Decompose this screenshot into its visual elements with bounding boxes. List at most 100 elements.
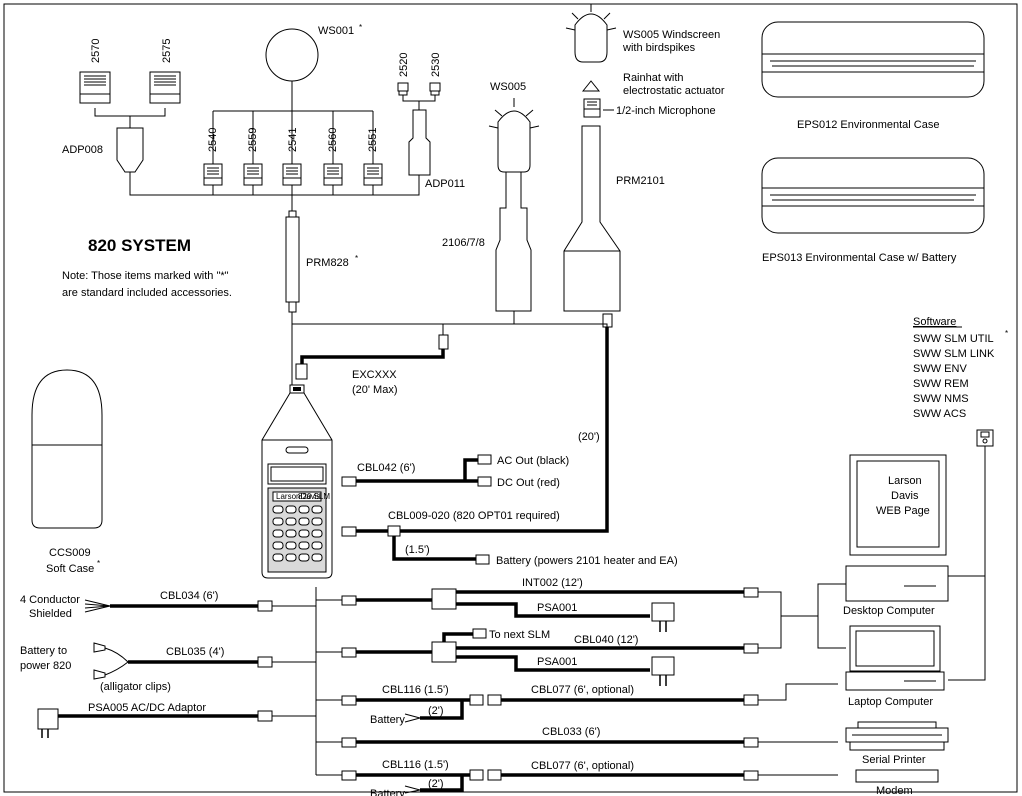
note-line-2: are standard included accessories. (62, 287, 232, 299)
windscreen-ws001 (265, 28, 319, 82)
label-2ft-b: (2') (428, 778, 444, 790)
label-eps013: EPS013 Environmental Case w/ Battery (762, 252, 957, 264)
psa005-connector (257, 710, 273, 722)
label-cbl033: CBL033 (6') (542, 726, 600, 738)
mic-2575 (149, 71, 181, 104)
label-printer: Serial Printer (862, 754, 926, 766)
rainhat (581, 80, 601, 92)
mic-2559 (243, 163, 263, 186)
cable-psa001-b (456, 655, 650, 672)
label-2541: 2541 (287, 128, 299, 152)
label-2530: 2530 (430, 53, 442, 77)
label-dc-out: DC Out (red) (497, 477, 560, 489)
software-heading: Software (913, 316, 956, 328)
label-2520: 2520 (398, 53, 410, 77)
adp011-links (402, 95, 436, 110)
floppy-disk-icon (976, 429, 994, 447)
label-ws005-windscreen-1: WS005 Windscreen (623, 29, 720, 41)
preamp-2106 (495, 171, 532, 312)
slm-brand: LarsonDavis (276, 492, 320, 501)
windscreen-ws005-birdspikes (574, 13, 608, 63)
case-eps013 (761, 157, 985, 234)
label-4-conductor-2: Shielded (29, 608, 72, 620)
cable-battery-a (420, 700, 464, 720)
ac-out-connector (477, 454, 492, 465)
bare-wires-icon (84, 599, 111, 613)
label-cbl116-b: CBL116 (1.5') (382, 759, 449, 771)
label-rainhat-1: Rainhat with (623, 72, 684, 84)
cbl034-connector (257, 600, 273, 612)
web-page-line-2: Davis (891, 490, 919, 502)
cable-cbl042 (356, 458, 478, 483)
adaptor-adp008 (116, 127, 144, 173)
page-title: 820 SYSTEM (88, 236, 191, 255)
note-line-1: Note: Those items marked with "*" (62, 270, 229, 282)
laptop-link (758, 683, 838, 701)
label-ws005-windscreen-2: with birdspikes (622, 42, 696, 54)
mic-2541 (282, 163, 302, 186)
label-microphone: 1/2-inch Microphone (616, 105, 716, 117)
label-cbl035: CBL035 (4') (166, 646, 224, 658)
label-desktop: Desktop Computer (843, 605, 935, 617)
label-2559: 2559 (247, 128, 259, 152)
cbl042-connector (341, 476, 357, 487)
label-4-conductor-1: 4 Conductor (20, 594, 80, 606)
web-page-line-3: WEB Page (876, 505, 930, 517)
interface-int002 (431, 588, 457, 610)
soft-case-ccs009 (31, 369, 103, 529)
software-star: * (1005, 329, 1008, 338)
desktop-computer (845, 565, 949, 602)
cbl009-connector (341, 526, 357, 537)
cbl009-junction (387, 525, 401, 537)
label-ccs009-2: Soft Case (46, 563, 94, 575)
mic-2570 (79, 71, 111, 104)
half-inch-microphone (583, 98, 601, 118)
label-ac-out: AC Out (black) (497, 455, 569, 467)
label-battery-2101: Battery (powers 2101 heater and EA) (496, 555, 678, 567)
label-1-5ft: (1.5') (405, 544, 430, 556)
power-plug-a-icon (651, 602, 675, 632)
windscreen-ws005 (497, 110, 531, 173)
label-2540: 2540 (207, 128, 219, 152)
desktop-monitor (849, 454, 947, 556)
mic-2520 (397, 82, 409, 96)
software-item-4: SWW NMS (913, 393, 969, 405)
preamp-bus (291, 312, 608, 335)
ws001-star: * (359, 23, 362, 32)
label-cbl042: CBL042 (6') (357, 462, 415, 474)
cbl035-connector (257, 656, 273, 668)
power-adaptor-psa005-icon (37, 708, 59, 738)
label-2570: 2570 (90, 39, 102, 63)
excxxx-connector-bottom (295, 363, 308, 380)
label-battery-power-2: power 820 (20, 660, 71, 672)
label-psa001-a: PSA001 (537, 602, 577, 614)
label-battery-b: Battery (370, 788, 405, 796)
battery-clip-a-icon (404, 713, 422, 723)
label-2106: 2106/7/8 (442, 237, 485, 249)
modem (855, 769, 939, 783)
label-cbl009: CBL009-020 (820 OPT01 required) (388, 510, 560, 522)
cable-excxxx (300, 349, 445, 364)
label-cbl034: CBL034 (6') (160, 590, 218, 602)
software-links (948, 446, 986, 681)
label-cbl116-a: CBL116 (1.5') (382, 684, 449, 696)
label-prm828: PRM828 (306, 257, 349, 269)
label-cbl040: CBL040 (12') (574, 634, 638, 646)
alligator-clips-icon (93, 642, 129, 680)
software-item-2: SWW ENV (913, 363, 967, 375)
web-page-line-1: Larson (888, 475, 922, 487)
label-2575: 2575 (161, 39, 173, 63)
cable-battery-2101 (392, 536, 476, 561)
computer-bracket (806, 583, 846, 649)
label-laptop: Laptop Computer (848, 696, 933, 708)
label-2ft-a: (2') (428, 705, 444, 717)
serial-printer (845, 721, 949, 751)
label-battery-power-1: Battery to (20, 645, 67, 657)
label-cbl077-a: CBL077 (6', optional) (531, 684, 634, 696)
label-ws001: WS001 (318, 25, 354, 37)
cable-battery-b (420, 775, 464, 792)
label-rainhat-2: electrostatic actuator (623, 85, 725, 97)
label-cbl077-b: CBL077 (6', optional) (531, 760, 634, 772)
cable-to-next-slm (442, 632, 473, 642)
